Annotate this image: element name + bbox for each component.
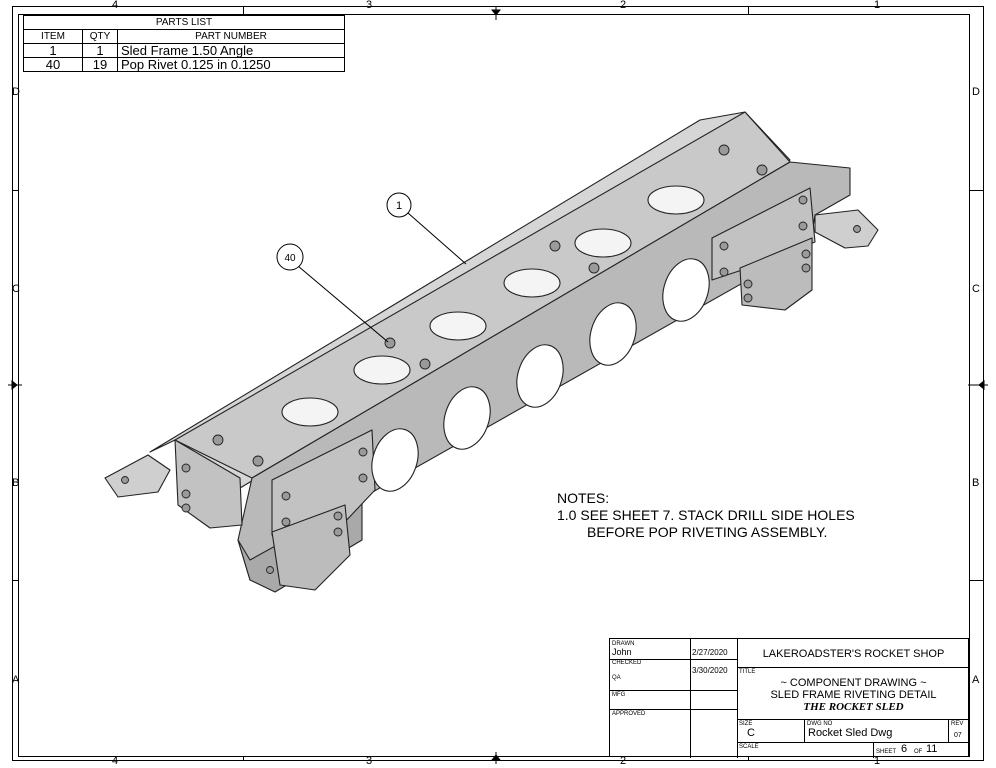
zone-tick xyxy=(243,757,244,761)
title-block: DRAWN John 2/27/2020 CHECKED 3/30/2020 Q… xyxy=(609,638,969,758)
size-value: C xyxy=(747,727,755,739)
zone-tick xyxy=(12,190,18,191)
notes-line-1: 1.0 SEE SHEET 7. STACK DRILL SIDE HOLES xyxy=(557,507,855,523)
notes-title: NOTES: xyxy=(557,490,610,506)
zone-label-row-d-right: D xyxy=(972,86,980,98)
pop-rivets xyxy=(121,144,861,574)
zone-label-row-d: D xyxy=(12,86,20,98)
zone-label-col-3-bottom: 3 xyxy=(366,755,373,767)
sheet-of-label: OF xyxy=(914,749,923,755)
parts-cell-part-number: Sled Frame 1.50 Angle xyxy=(117,43,345,58)
size-label: SIZE xyxy=(739,721,753,727)
zone-label-col-2-bottom: 2 xyxy=(620,755,627,767)
notes-line-2: BEFORE POP RIVETING ASSEMBLY. xyxy=(587,524,828,540)
drawn-date: 2/27/2020 xyxy=(692,648,728,657)
zone-label-col-2: 2 xyxy=(620,0,627,11)
zone-label-col-4-bottom: 4 xyxy=(112,755,119,767)
balloon-1-leader xyxy=(407,212,467,265)
parts-cell-item: 40 xyxy=(23,57,83,72)
balloon-40-leader xyxy=(297,265,389,343)
zone-label-col-1-bottom: 1 xyxy=(874,755,881,767)
checked-label: CHECKED xyxy=(612,660,642,666)
drawn-label: DRAWN xyxy=(612,641,635,647)
top-plate-holes xyxy=(281,185,705,427)
zone-tick xyxy=(748,6,749,14)
parts-row: 1 1 Sled Frame 1.50 Angle xyxy=(23,43,345,58)
front-gusset-upper xyxy=(271,429,376,536)
zone-label-row-a-right: A xyxy=(972,674,980,686)
zone-label-row-b-right: B xyxy=(972,477,980,489)
mfg-label: MFG xyxy=(612,692,626,698)
parts-list-table: PARTS LIST ITEM QTY PART NUMBER 1 1 Sled… xyxy=(23,15,345,72)
parts-cell-qty: 19 xyxy=(82,57,118,72)
parts-row: 40 19 Pop Rivet 0.125 in 0.1250 xyxy=(23,57,345,72)
zone-label-col-3: 3 xyxy=(366,0,373,11)
balloon-40-label: 40 xyxy=(284,253,296,264)
zone-label-col-1: 1 xyxy=(874,0,881,11)
dwg-no-label: DWG NO xyxy=(807,721,833,727)
zone-label-row-a: A xyxy=(12,674,20,686)
dwg-no-value: Rocket Sled Dwg xyxy=(808,727,893,739)
balloon-40 xyxy=(276,243,304,271)
title-label: TITLE xyxy=(739,669,756,675)
zone-tick xyxy=(243,6,244,14)
zone-label-row-c: C xyxy=(12,283,20,295)
drawing-notes: NOTES: 1.0 SEE SHEET 7. STACK DRILL SIDE… xyxy=(557,490,855,541)
zone-tick xyxy=(970,580,984,581)
title-line-1: ~ COMPONENT DRAWING ~ xyxy=(780,677,927,689)
front-gusset-lower xyxy=(271,504,351,591)
company-name: LAKEROADSTER'S ROCKET SHOP xyxy=(762,648,945,660)
qa-label: QA xyxy=(612,675,621,681)
parts-cell-part-number: Pop Rivet 0.125 in 0.1250 xyxy=(117,57,345,72)
zone-label-row-c-right: C xyxy=(972,283,980,295)
sheet-number: 6 xyxy=(901,743,908,755)
balloon-1-label: 1 xyxy=(396,200,402,212)
sheet-total: 11 xyxy=(926,743,938,755)
balloon-1 xyxy=(386,192,412,218)
title-line-2: SLED FRAME RIVETING DETAIL xyxy=(770,689,937,701)
left-mount-tab xyxy=(104,454,171,498)
left-gusset xyxy=(174,439,243,529)
scale-label: SCALE xyxy=(739,744,759,750)
zone-label-row-b: B xyxy=(12,477,20,489)
rev-value: 07 xyxy=(954,732,962,739)
rev-label: REV xyxy=(951,721,964,727)
zone-tick xyxy=(12,580,18,581)
checked-date: 3/30/2020 xyxy=(692,666,728,675)
side-wall-holes xyxy=(371,258,710,492)
title-line-3: THE ROCKET SLED xyxy=(803,701,904,713)
right-mount-tab xyxy=(814,209,879,249)
zone-tick xyxy=(748,757,749,761)
zone-tick xyxy=(970,190,984,191)
sheet-label: SHEET xyxy=(876,749,897,755)
right-gusset-lower xyxy=(739,237,813,311)
approved-label: APPROVED xyxy=(612,711,646,717)
drawn-by: John xyxy=(612,647,632,657)
zone-label-col-4: 4 xyxy=(112,0,119,11)
